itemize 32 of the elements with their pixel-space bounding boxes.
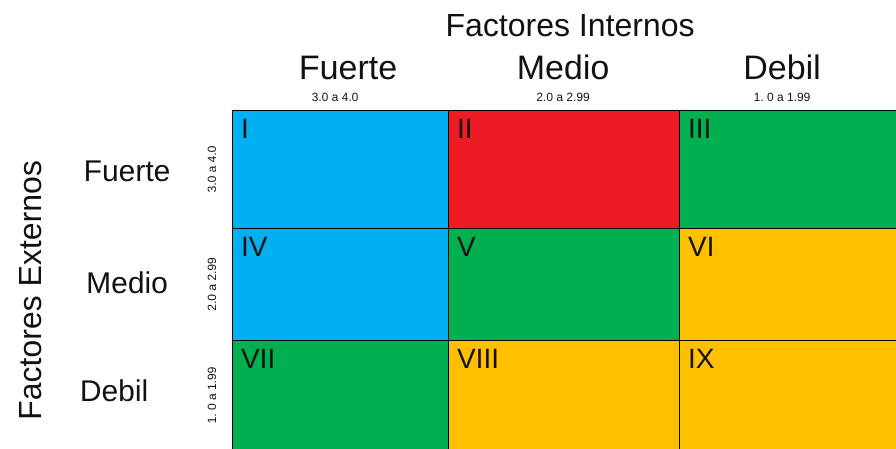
- matrix-cell: [232, 110, 450, 230]
- roman-numeral: VIII: [457, 345, 500, 373]
- roman-numeral: VI: [688, 233, 714, 261]
- matrix-cell: [448, 110, 680, 230]
- matrix-cell: [448, 340, 680, 449]
- matrix-cell: [679, 228, 896, 342]
- roman-numeral: III: [688, 115, 712, 143]
- range-label: 3.0 a 4.0: [312, 91, 358, 103]
- roman-numeral: IX: [688, 345, 714, 373]
- matrix-cell: [679, 340, 896, 449]
- range-label: 1. 0 a 1.99: [206, 366, 218, 424]
- roman-numeral: I: [241, 115, 249, 143]
- matrix-cell: [679, 110, 896, 230]
- roman-numeral: V: [457, 233, 476, 261]
- column-heading: Debil: [743, 51, 821, 85]
- roman-numeral: VII: [241, 345, 276, 373]
- column-heading: Medio: [516, 51, 610, 85]
- axis-title: Factores Internos: [446, 9, 694, 41]
- roman-numeral: II: [457, 115, 473, 143]
- row-heading: Fuerte: [84, 157, 170, 187]
- row-heading: Medio: [86, 269, 168, 299]
- matrix-cell: [232, 228, 450, 342]
- column-heading: Fuerte: [298, 51, 398, 85]
- range-label: 2.0 a 2.99: [536, 91, 590, 103]
- row-heading: Debil: [80, 377, 148, 407]
- axis-title: Factores Externos: [14, 160, 46, 420]
- roman-numeral: IV: [241, 233, 268, 261]
- range-label: 2.0 a 2.99: [206, 257, 218, 311]
- range-label: 1. 0 a 1.99: [754, 91, 810, 103]
- matrix-cell: [232, 340, 450, 449]
- matrix-cell: [448, 228, 680, 342]
- range-label: 3.0 a 4.0: [206, 146, 218, 192]
